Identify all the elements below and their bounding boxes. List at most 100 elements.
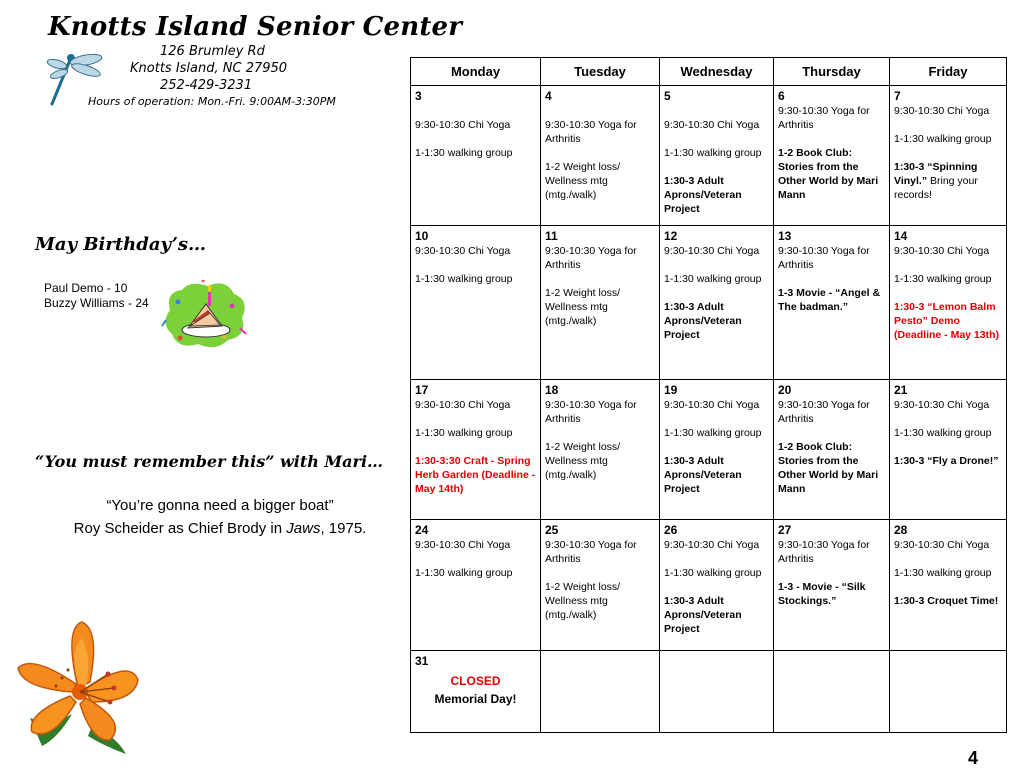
header-tuesday: Tuesday [540, 57, 660, 86]
day-cell: 11 9:30-10:30 Yoga for Arthritis 1-2 Wei… [540, 225, 660, 380]
day-cell: 3 9:30-10:30 Chi Yoga 1-1:30 walking gro… [410, 85, 541, 226]
day-cell: 21 9:30-10:30 Chi Yoga 1-1:30 walking gr… [889, 379, 1007, 520]
event-fly-a-drone: 1:30-3 “Fly a Drone!” [894, 455, 999, 467]
day-cell: 27 9:30-10:30 Yoga for Arthritis 1-3 - M… [773, 519, 890, 651]
day-cell: 28 9:30-10:30 Chi Yoga 1-1:30 walking gr… [889, 519, 1007, 651]
date-number: 21 [894, 383, 908, 397]
date-number: 10 [415, 229, 429, 243]
date-number: 12 [664, 229, 678, 243]
event-walking-group: 1-1:30 walking group [664, 273, 762, 285]
event-walking-group: 1-1:30 walking group [894, 427, 992, 439]
header-wednesday: Wednesday [659, 57, 774, 86]
day-cell: 13 9:30-10:30 Yoga for Arthritis 1-3 Mov… [773, 225, 890, 380]
memorial-day-label: Memorial Day! [434, 692, 517, 706]
event-movie-silk-stockings: 1-3 - Movie - “Silk Stockings.” [778, 581, 866, 607]
memorial-day-closure: CLOSED Memorial Day! [415, 672, 536, 708]
closed-label: CLOSED [450, 674, 501, 688]
header-monday: Monday [410, 57, 541, 86]
event-chi-yoga: 9:30-10:30 Chi Yoga [664, 119, 760, 131]
event-chi-yoga: 9:30-10:30 Chi Yoga [894, 539, 990, 551]
date-number: 18 [545, 383, 559, 397]
event-movie-angel: 1-3 Movie - “Angel & The badman.” [778, 287, 881, 313]
event-yoga-arthritis: 9:30-10:30 Yoga for Arthritis [778, 105, 870, 131]
event-chi-yoga: 9:30-10:30 Chi Yoga [894, 245, 990, 257]
day-cell: 20 9:30-10:30 Yoga for Arthritis 1-2 Boo… [773, 379, 890, 520]
date-number: 17 [415, 383, 429, 397]
event-walking-group: 1-1:30 walking group [664, 567, 762, 579]
event-lemon-balm-pesto: 1:30-3 “Lemon Balm Pesto” Demo (Deadline… [894, 301, 1000, 341]
day-cell: 4 9:30-10:30 Yoga for Arthritis 1-2 Weig… [540, 85, 660, 226]
day-cell-empty [540, 650, 660, 733]
event-adult-aprons: 1:30-3 Adult Aprons/Veteran Project [664, 175, 742, 215]
page-number: 4 [968, 748, 979, 768]
calendar-header-row: Monday Tuesday Wednesday Thursday Friday [410, 57, 1007, 86]
day-cell-empty [773, 650, 890, 733]
event-weight-loss: 1-2 Weight loss/ Wellness mtg (mtg./walk… [545, 161, 621, 201]
event-weight-loss: 1-2 Weight loss/ Wellness mtg (mtg./walk… [545, 287, 621, 327]
day-cell: 7 9:30-10:30 Chi Yoga 1-1:30 walking gro… [889, 85, 1007, 226]
event-walking-group: 1-1:30 walking group [664, 427, 762, 439]
week-row: 31 CLOSED Memorial Day! [410, 650, 1007, 733]
quote-credit-prefix: Roy Scheider as Chief Brody in [73, 520, 287, 537]
event-yoga-arthritis: 9:30-10:30 Yoga for Arthritis [545, 539, 637, 565]
event-croquet: 1:30-3 Croquet Time! [894, 595, 999, 607]
birthday-entry: Paul Demo - 10 [44, 281, 128, 295]
event-yoga-arthritis: 9:30-10:30 Yoga for Arthritis [778, 539, 870, 565]
event-chi-yoga: 9:30-10:30 Chi Yoga [415, 119, 511, 131]
event-walking-group: 1-1:30 walking group [664, 147, 762, 159]
day-cell: 17 9:30-10:30 Chi Yoga 1-1:30 walking gr… [410, 379, 541, 520]
date-number: 11 [545, 229, 558, 243]
mari-section-title: “You must remember this” with Mari… [35, 452, 384, 471]
quote-credit: Roy Scheider as Chief Brody in Jaws, 197… [0, 520, 440, 537]
quote-credit-suffix: , 1975. [320, 520, 367, 537]
birthday-entry: Buzzy Williams - 24 [44, 296, 149, 310]
dragonfly-icon [46, 53, 103, 106]
event-spinning-vinyl-note: Bring your records! [894, 175, 978, 201]
event-yoga-arthritis: 9:30-10:30 Yoga for Arthritis [778, 245, 870, 271]
event-spinning-vinyl-title: 1:30-3 “Spinning Vinyl.” [894, 161, 978, 187]
event-adult-aprons: 1:30-3 Adult Aprons/Veteran Project [664, 595, 742, 635]
event-herb-garden-craft: 1:30-3:30 Craft - Spring Herb Garden (De… [415, 455, 536, 495]
day-cell: 24 9:30-10:30 Chi Yoga 1-1:30 walking gr… [410, 519, 541, 651]
event-walking-group: 1-1:30 walking group [894, 567, 992, 579]
event-chi-yoga: 9:30-10:30 Chi Yoga [415, 399, 511, 411]
day-cell: 19 9:30-10:30 Chi Yoga 1-1:30 walking gr… [659, 379, 774, 520]
event-walking-group: 1-1:30 walking group [894, 273, 992, 285]
week-row: 24 9:30-10:30 Chi Yoga 1-1:30 walking gr… [410, 519, 1007, 651]
birthdays-title: May Birthday’s… [35, 234, 207, 255]
event-chi-yoga: 9:30-10:30 Chi Yoga [664, 399, 760, 411]
date-number: 25 [545, 523, 559, 537]
event-chi-yoga: 9:30-10:30 Chi Yoga [415, 539, 511, 551]
event-weight-loss: 1-2 Weight loss/ Wellness mtg (mtg./walk… [545, 441, 621, 481]
center-name: Knotts Island Senior Center [48, 12, 463, 42]
address-phone: 252-429-3231 [160, 78, 253, 93]
day-cell: 5 9:30-10:30 Chi Yoga 1-1:30 walking gro… [659, 85, 774, 226]
date-number: 14 [894, 229, 908, 243]
date-number: 4 [545, 89, 552, 103]
event-adult-aprons: 1:30-3 Adult Aprons/Veteran Project [664, 455, 742, 495]
event-weight-loss: 1-2 Weight loss/ Wellness mtg (mtg./walk… [545, 581, 621, 621]
date-number: 27 [778, 523, 792, 537]
event-chi-yoga: 9:30-10:30 Chi Yoga [664, 539, 760, 551]
event-walking-group: 1-1:30 walking group [415, 427, 513, 439]
event-book-club: 1-2 Book Club: Stories from the Other Wo… [778, 441, 879, 495]
date-number: 7 [894, 89, 901, 103]
event-chi-yoga: 9:30-10:30 Chi Yoga [415, 245, 511, 257]
event-yoga-arthritis: 9:30-10:30 Yoga for Arthritis [545, 119, 637, 145]
day-cell: 25 9:30-10:30 Yoga for Arthritis 1-2 Wei… [540, 519, 660, 651]
event-yoga-arthritis: 9:30-10:30 Yoga for Arthritis [778, 399, 870, 425]
date-number: 6 [778, 89, 785, 103]
date-number: 13 [778, 229, 792, 243]
day-cell: 14 9:30-10:30 Chi Yoga 1-1:30 walking gr… [889, 225, 1007, 380]
may-calendar: Monday Tuesday Wednesday Thursday Friday… [410, 57, 1007, 733]
date-number: 26 [664, 523, 678, 537]
event-chi-yoga: 9:30-10:30 Chi Yoga [664, 245, 760, 257]
day-cell: 10 9:30-10:30 Chi Yoga 1-1:30 walking gr… [410, 225, 541, 380]
day-cell: 31 CLOSED Memorial Day! [410, 650, 541, 733]
week-row: 17 9:30-10:30 Chi Yoga 1-1:30 walking gr… [410, 379, 1007, 520]
event-chi-yoga: 9:30-10:30 Chi Yoga [894, 105, 990, 117]
orange-lily-icon [17, 621, 139, 754]
event-walking-group: 1-1:30 walking group [415, 147, 513, 159]
address-street: 126 Brumley Rd [160, 44, 265, 59]
day-cell-empty [659, 650, 774, 733]
